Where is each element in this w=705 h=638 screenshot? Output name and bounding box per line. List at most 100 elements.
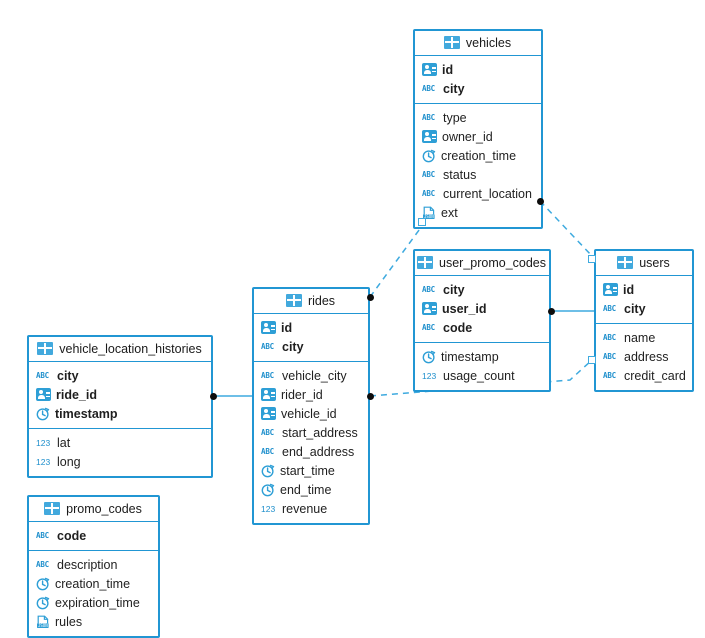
edge-target-square-users <box>588 255 596 263</box>
column-name: city <box>443 81 465 96</box>
column-row[interactable]: timestamp <box>415 347 549 366</box>
primary-key-icon <box>261 407 276 420</box>
column-row[interactable]: ABC address <box>596 347 692 366</box>
abc-string-icon: ABC <box>422 285 435 294</box>
column-row[interactable]: 123 lat <box>29 433 211 452</box>
clock-icon <box>261 483 275 497</box>
table-name: rides <box>307 294 336 308</box>
table-name: vehicle_location_histories <box>59 342 202 356</box>
table-icon <box>37 342 54 355</box>
abc-string-icon: ABC <box>261 342 274 351</box>
table-header[interactable]: rides <box>254 289 368 314</box>
table-header[interactable]: promo_codes <box>29 497 158 522</box>
column-row[interactable]: id <box>254 318 368 337</box>
column-row[interactable]: creation_time <box>29 574 158 593</box>
column-name: rules <box>55 614 83 629</box>
column-row[interactable]: id <box>596 280 692 299</box>
column-name: end_address <box>282 444 355 459</box>
column-name: ride_id <box>56 387 97 402</box>
number-icon: 123 <box>36 438 51 448</box>
clock-icon <box>36 577 50 591</box>
edge-source-dot-vehicles <box>536 197 544 205</box>
column-name: id <box>442 62 454 77</box>
table-header[interactable]: users <box>596 251 692 276</box>
column-row[interactable]: creation_time <box>415 146 541 165</box>
column-name: expiration_time <box>55 595 140 610</box>
column-row[interactable]: vehicle_id <box>254 404 368 423</box>
abc-string-icon: ABC <box>422 189 435 198</box>
column-row[interactable]: JSON rules <box>29 612 158 631</box>
table-header[interactable]: user_promo_codes <box>415 251 549 276</box>
column-name: rider_id <box>281 387 323 402</box>
table-name: user_promo_codes <box>439 256 547 270</box>
column-name: lat <box>57 435 71 450</box>
primary-key-icon <box>261 321 276 334</box>
clock-icon <box>261 464 275 478</box>
column-row[interactable]: rider_id <box>254 385 368 404</box>
column-row[interactable]: ride_id <box>29 385 211 404</box>
table-header[interactable]: vehicle_location_histories <box>29 337 211 362</box>
clock-icon <box>422 149 436 163</box>
column-row[interactable]: owner_id <box>415 127 541 146</box>
number-icon: 123 <box>422 371 437 381</box>
column-row[interactable]: ABC city <box>254 337 368 356</box>
clock-icon <box>36 596 50 610</box>
abc-string-icon: ABC <box>603 304 616 313</box>
column-name: start_time <box>280 463 335 478</box>
column-row[interactable]: expiration_time <box>29 593 158 612</box>
abc-string-icon: ABC <box>603 352 616 361</box>
edge-source-dot-rides <box>366 293 374 301</box>
abc-string-icon: ABC <box>36 371 49 380</box>
column-name: city <box>282 339 304 354</box>
column-name: start_address <box>282 425 358 440</box>
primary-key-icon <box>422 63 437 76</box>
column-row[interactable]: id <box>415 60 541 79</box>
column-row[interactable]: ABC current_location <box>415 184 541 203</box>
column-name: revenue <box>282 501 328 516</box>
column-row[interactable]: user_id <box>415 299 549 318</box>
clock-icon <box>36 407 50 421</box>
column-name: creation_time <box>55 576 131 591</box>
primary-key-icon <box>603 283 618 296</box>
column-row[interactable]: timestamp <box>29 404 211 423</box>
column-row[interactable]: start_time <box>254 461 368 480</box>
column-name: address <box>624 349 669 364</box>
column-row[interactable]: end_time <box>254 480 368 499</box>
table-name: promo_codes <box>66 502 142 516</box>
table-header[interactable]: vehicles <box>415 31 541 56</box>
svg-text:JSON: JSON <box>38 623 48 628</box>
edge-target-square-users <box>588 356 596 364</box>
column-name: name <box>624 330 656 345</box>
column-name: current_location <box>443 186 532 201</box>
